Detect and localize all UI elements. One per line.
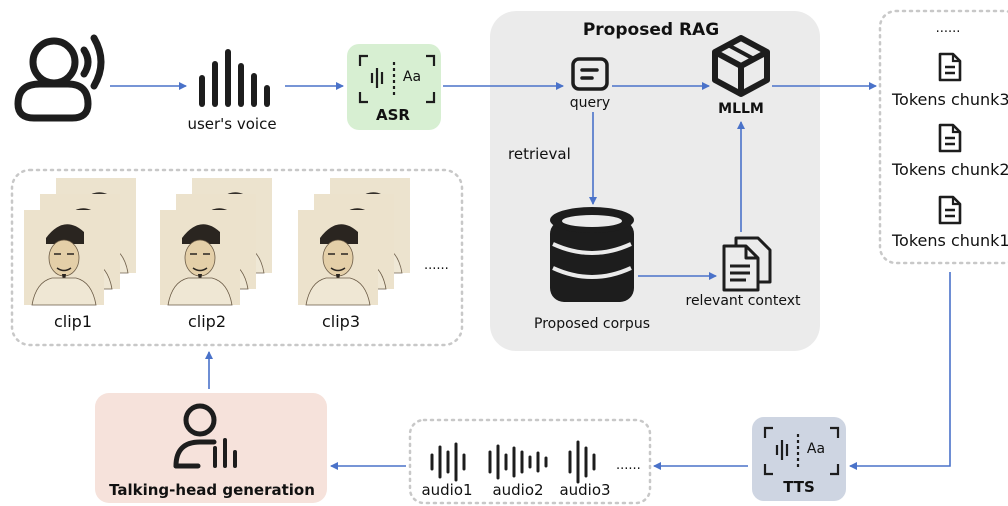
- clips-ellipsis: ......: [424, 258, 449, 273]
- mllm-cube-icon: [712, 35, 770, 97]
- asr-label: ASR: [376, 106, 410, 124]
- document-icon: [938, 195, 962, 225]
- clip3-portraits: [297, 177, 411, 306]
- users-voice-label: user's voice: [187, 115, 277, 133]
- clip2-portraits: [159, 177, 273, 306]
- tokens-chunk3: Tokens chunk3: [892, 90, 1008, 109]
- tokens-chunk1: Tokens chunk1: [892, 231, 1008, 250]
- documents-icon: [722, 236, 772, 292]
- document-icon: [938, 52, 962, 82]
- tokens-ellipsis: ......: [935, 21, 961, 36]
- proposed-rag-title: Proposed RAG: [582, 20, 720, 40]
- voice-waveform-icon: [199, 49, 270, 107]
- tts-label: TTS: [783, 478, 815, 496]
- database-icon: [550, 207, 634, 302]
- audio-waveform-icon: [568, 440, 596, 484]
- retrieval-label: retrieval: [508, 145, 571, 163]
- proposed-corpus-label: Proposed corpus: [534, 316, 650, 332]
- clip1-portraits: [23, 177, 137, 306]
- arrows: [110, 82, 951, 470]
- audio-ellipsis: ......: [616, 458, 641, 473]
- mllm-label: MLLM: [718, 101, 764, 117]
- audio-waveform-icon: [430, 442, 466, 482]
- talking-head-icon: [173, 403, 237, 469]
- relevant-context-label: relevant context: [685, 293, 801, 309]
- user-speaking-icon: [14, 34, 105, 122]
- clip1-label: clip1: [53, 312, 93, 331]
- clip2-label: clip2: [187, 312, 227, 331]
- audio1-label: audio1: [421, 481, 473, 499]
- audio-waveform-icon: [488, 444, 548, 480]
- talking-head-label: Talking-head generation: [109, 481, 315, 499]
- query-label: query: [569, 95, 611, 111]
- audio2-label: audio2: [492, 481, 544, 499]
- audio3-label: audio3: [559, 481, 611, 499]
- clip3-label: clip3: [321, 312, 361, 331]
- asr-icon: [358, 54, 436, 104]
- asr-icon-text: Aa: [402, 69, 422, 85]
- tokens-chunk2: Tokens chunk2: [892, 160, 1008, 179]
- document-icon: [938, 123, 962, 153]
- tts-icon-text: Aa: [806, 441, 826, 457]
- tokens-container: [878, 9, 1008, 265]
- audio-container: [408, 418, 652, 505]
- query-icon: [571, 57, 609, 91]
- clips-container: [10, 168, 464, 347]
- tts-icon: [763, 426, 840, 476]
- talking-head-box: [95, 393, 327, 503]
